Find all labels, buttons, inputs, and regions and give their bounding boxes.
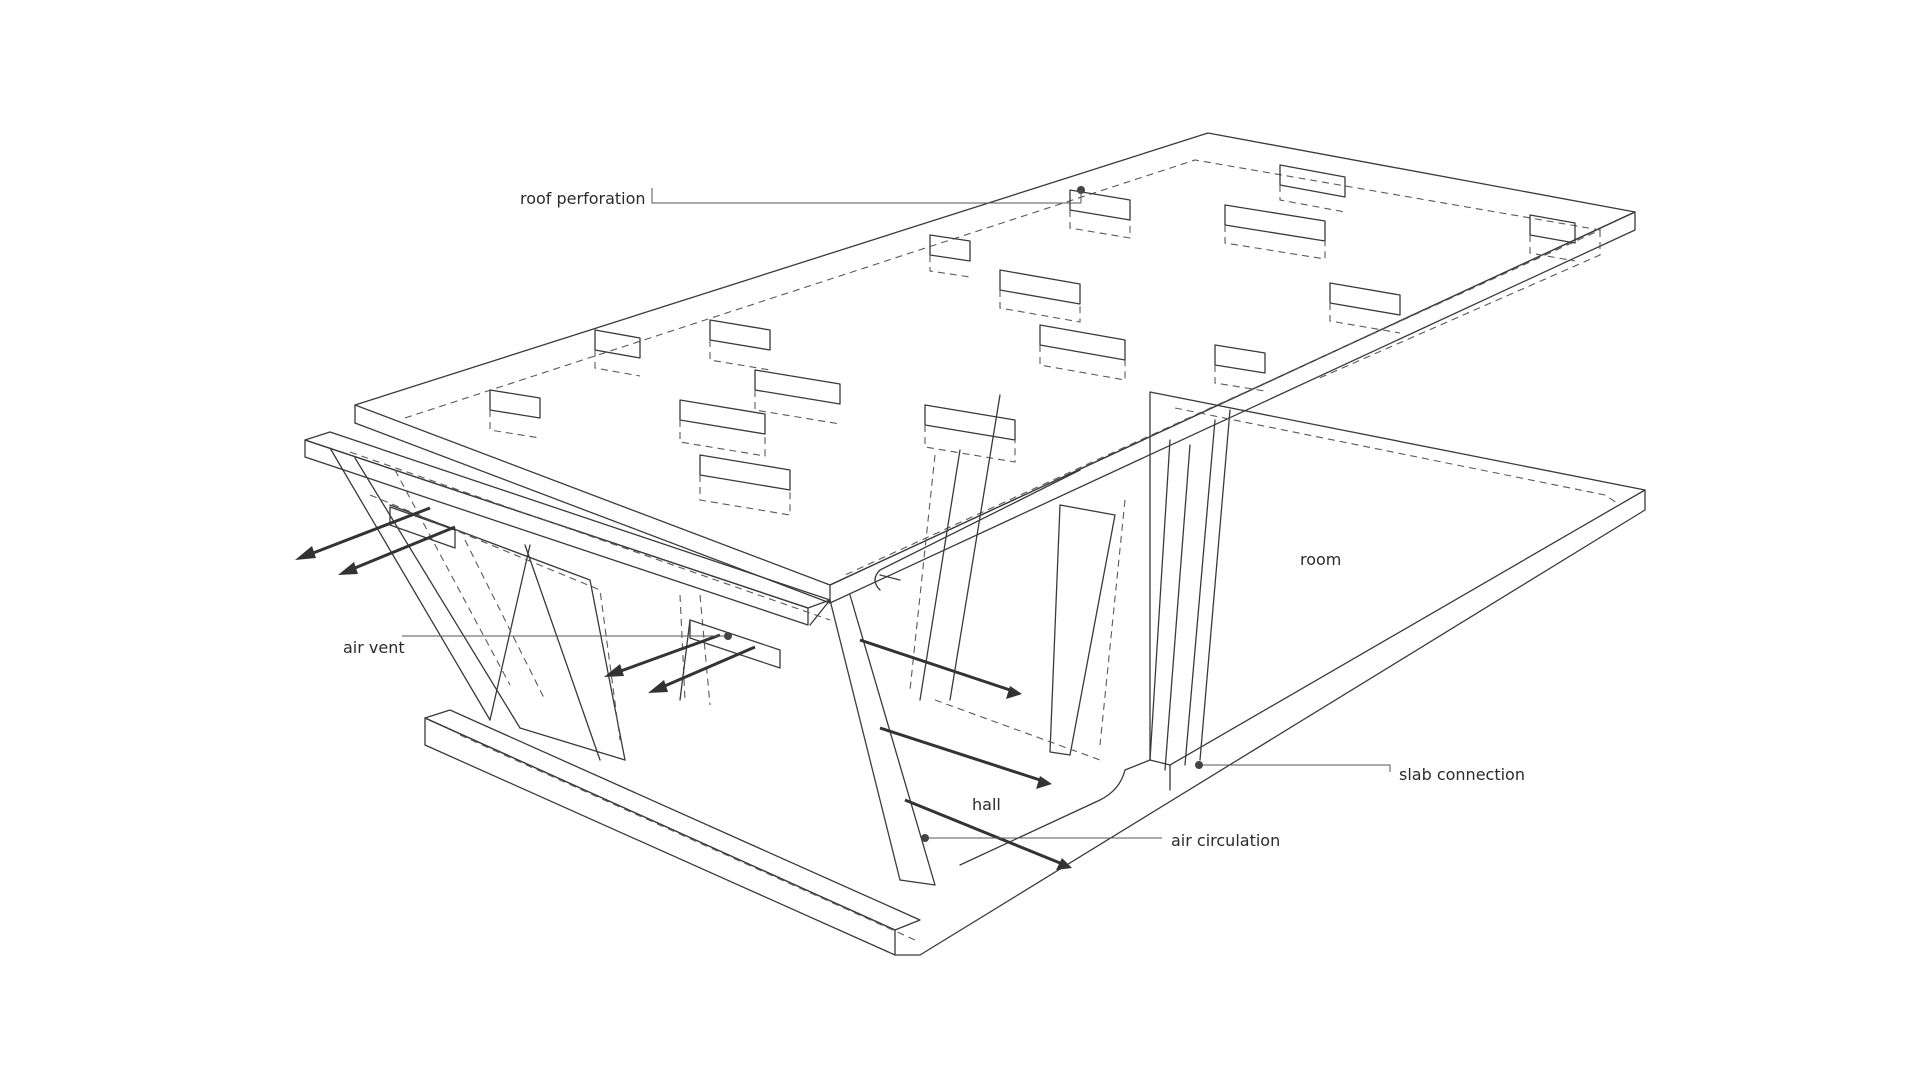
air-vents [389, 506, 781, 669]
label-room: room [1300, 550, 1341, 569]
arrow-left-2 [338, 525, 456, 575]
arrow-right-2 [879, 726, 1052, 789]
air-flow-arrows [295, 506, 1072, 870]
left-frame [329, 447, 626, 761]
bottom-beam [424, 709, 921, 956]
air-circulation-dot [921, 834, 929, 842]
roof-slab [354, 132, 1636, 604]
leader-lines [402, 186, 1391, 842]
label-roof-perforation: roof perforation [520, 189, 646, 208]
label-air-circulation: air circulation [1171, 831, 1280, 850]
floor-slab [919, 391, 1646, 956]
slab-connection-dot [1195, 761, 1203, 769]
arrow-right-3 [904, 798, 1072, 870]
arrow-right-1 [859, 638, 1022, 699]
arrow-mid-1 [604, 633, 721, 677]
labels: roof perforation air vent room slab conn… [343, 189, 1525, 850]
roof-beam [304, 431, 831, 626]
arrow-mid-2 [648, 645, 756, 693]
roof-perforations [489, 164, 1576, 516]
air-vent-dot [724, 632, 732, 640]
right-frame [874, 394, 1231, 866]
arrow-left-1 [295, 506, 431, 560]
label-slab-connection: slab connection [1399, 765, 1525, 784]
label-air-vent: air vent [343, 638, 405, 657]
label-hall: hall [972, 795, 1001, 814]
